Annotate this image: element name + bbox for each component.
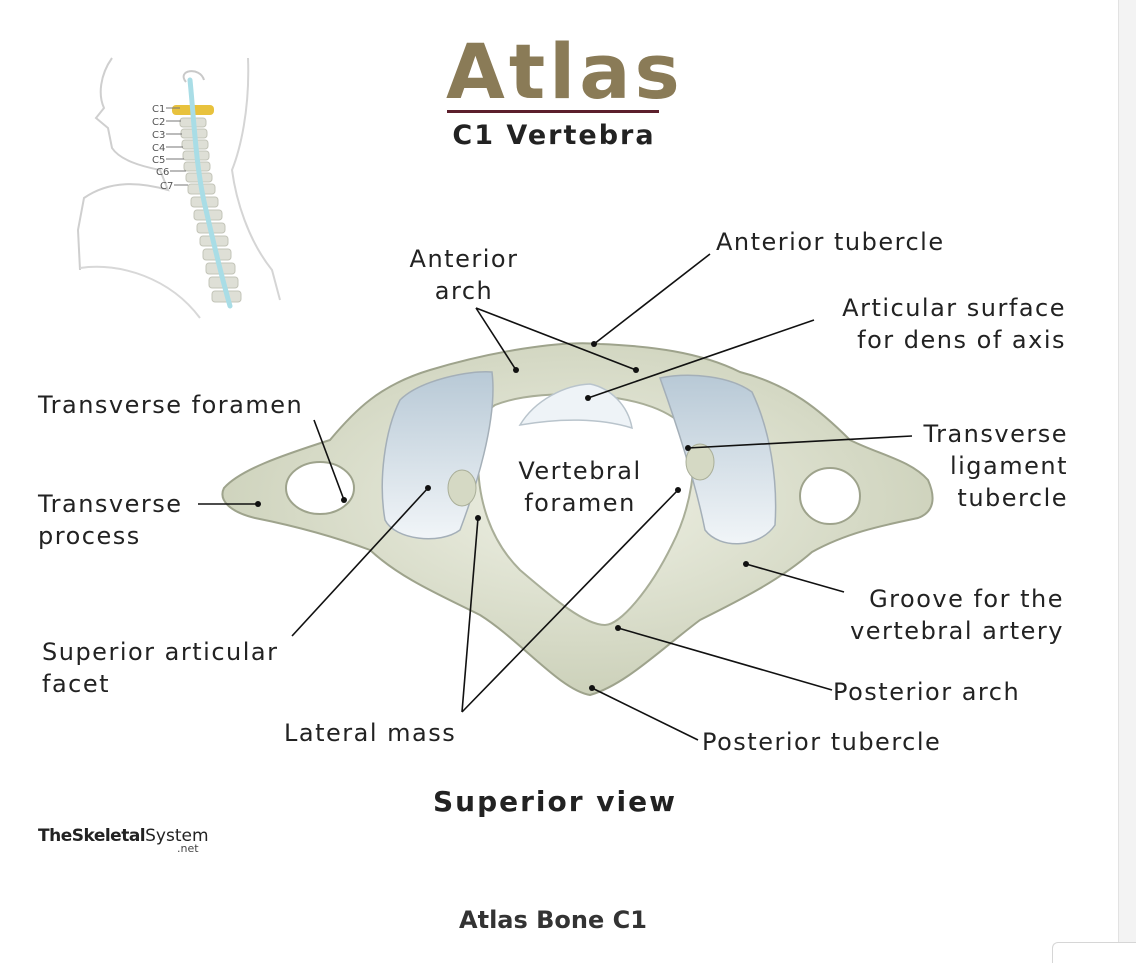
left-transverse-foramen-shape: [285, 461, 355, 515]
neck-level-c1: C1: [152, 104, 165, 115]
figure-caption: Atlas Bone C1: [459, 906, 647, 934]
label-transverse-ligament-line2: ligament: [949, 452, 1068, 480]
page-scroll-edge: [1118, 0, 1136, 962]
vertebra-stack: [179, 117, 242, 303]
ear-icon: [182, 70, 205, 83]
diagram-subtitle: C1 Vertebra: [452, 120, 656, 151]
left-ligament-tubercle-shape: [447, 469, 477, 507]
label-superior-articular-facet: Superior articular facet: [42, 636, 278, 700]
corner-widget[interactable]: [1052, 942, 1136, 963]
label-anterior-tubercle: Anterior tubercle: [716, 228, 945, 256]
site-logo: TheSkeletalSystem .net: [38, 826, 209, 855]
label-superior-facet-line1: Superior articular: [42, 638, 279, 666]
label-articular-surface: Articular surface for dens of axis: [800, 292, 1066, 356]
diagram-title: Atlas: [446, 27, 684, 116]
shoulder-outline: [79, 265, 201, 319]
label-posterior-arch: Posterior arch: [833, 678, 1021, 706]
view-label: Superior view: [432, 785, 678, 818]
label-transverse-process-line1: Transverse: [38, 490, 183, 518]
label-lateral-mass: Lateral mass: [284, 719, 457, 747]
title-underline: [447, 110, 659, 113]
label-vertebral-foramen-line2: foramen: [524, 489, 636, 517]
leader-dots: [255, 341, 749, 691]
logo-regular-part: System: [145, 826, 209, 846]
right-ligament-tubercle-shape: [685, 443, 715, 481]
leader-lines: [198, 253, 913, 741]
dens-facet: [518, 383, 633, 430]
atlas-bone: [221, 342, 934, 697]
label-anterior-arch-line1: Anterior: [409, 245, 519, 273]
label-superior-facet-line2: facet: [42, 670, 111, 698]
neck-level-c3: C3: [152, 130, 165, 141]
neck-level-ticks: [166, 107, 188, 186]
label-transverse-process-line2: process: [38, 522, 141, 550]
label-anterior-arch-line2: arch: [434, 277, 494, 305]
logo-bold-part: TheSkeletal: [38, 826, 146, 846]
neck-level-c4: C4: [152, 143, 165, 154]
label-anterior-arch: Anterior arch: [394, 243, 534, 307]
label-transverse-foramen: Transverse foramen: [38, 391, 304, 419]
neck-level-c7: C7: [160, 181, 173, 192]
neck-level-c2: C2: [152, 117, 165, 128]
label-posterior-tubercle: Posterior tubercle: [702, 728, 942, 756]
label-vertebral-foramen: Vertebral foramen: [500, 455, 660, 519]
label-groove-line2: vertebral artery: [850, 617, 1064, 645]
head-profile-outline: [76, 57, 170, 271]
neck-level-c6: C6: [156, 167, 169, 178]
spinal-cord: [187, 77, 233, 309]
right-transverse-foramen-shape: [799, 467, 861, 525]
neck-level-labels: C1 C2 C3 C4 C5 C6 C7: [152, 104, 173, 192]
label-articular-surface-line1: Articular surface: [842, 294, 1066, 322]
label-vertebral-foramen-line1: Vertebral: [518, 457, 642, 485]
neck-level-c5: C5: [152, 155, 165, 166]
neck-back-outline: [230, 57, 281, 301]
label-transverse-ligament-line1: Transverse: [923, 420, 1068, 448]
label-groove-line1: Groove for the: [869, 585, 1064, 613]
label-articular-surface-line2: for dens of axis: [857, 326, 1066, 354]
logo-suffix: .net: [177, 842, 199, 855]
label-transverse-process: Transverse process: [38, 488, 183, 552]
neck-spine-inset: C1 C2 C3 C4 C5 C6 C7: [76, 57, 281, 319]
label-transverse-ligament-tubercle: Transverse ligament tubercle: [900, 418, 1068, 514]
label-groove-vertebral-artery: Groove for the vertebral artery: [820, 583, 1064, 647]
label-transverse-ligament-line3: tubercle: [957, 484, 1068, 512]
